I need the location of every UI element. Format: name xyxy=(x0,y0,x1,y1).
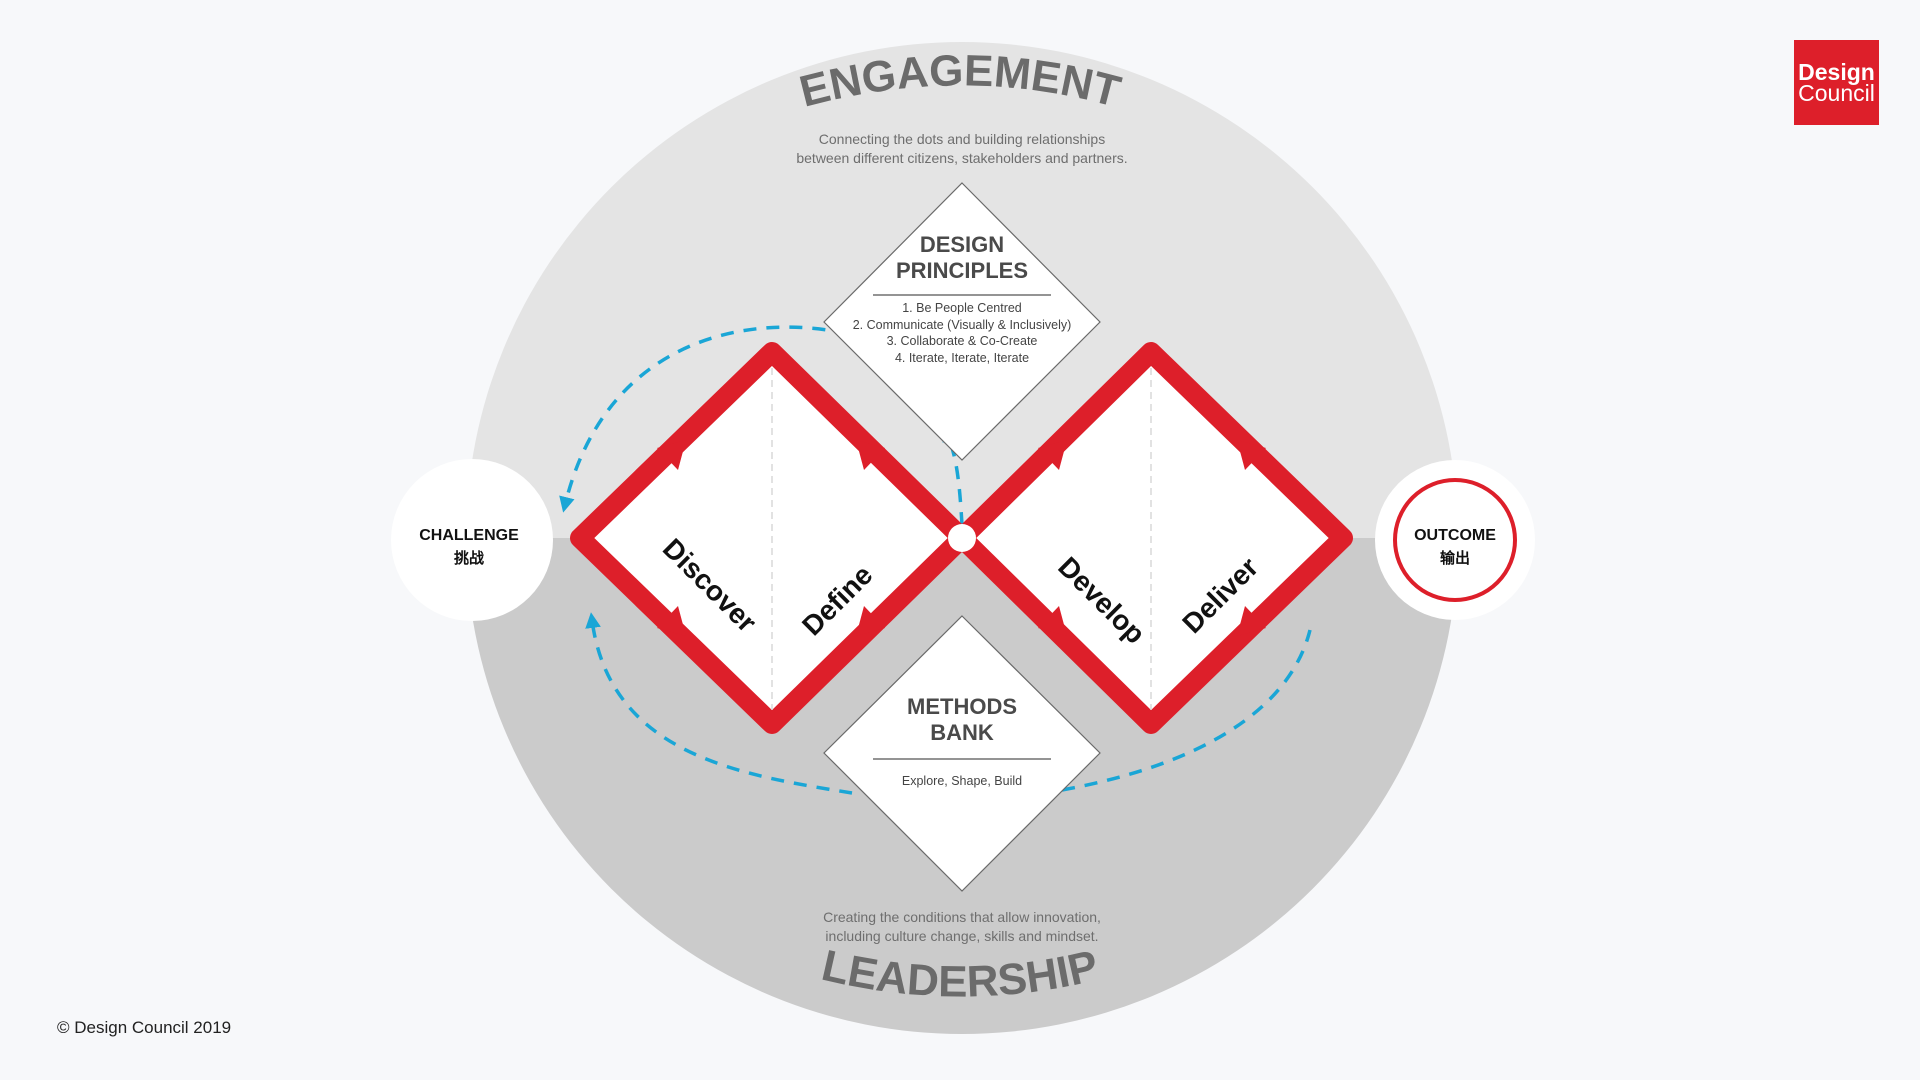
principle-item: 3. Collaborate & Co-Create xyxy=(887,334,1038,348)
methods-title-line2: BANK xyxy=(930,720,994,745)
arrow-define-up xyxy=(856,606,885,636)
iteration-arc-center xyxy=(940,425,964,526)
challenge-label: CHALLENGE xyxy=(419,527,519,544)
engagement-description-line1: Connecting the dots and building relatio… xyxy=(819,131,1105,147)
challenge-label-cn: 挑战 xyxy=(454,549,484,567)
iteration-arc-lower-left xyxy=(585,612,853,795)
junction-dot xyxy=(948,524,976,552)
principle-item: 1. Be People Centred xyxy=(902,301,1022,315)
logo-line1: Design xyxy=(1798,58,1875,85)
principles-title-line2: PRINCIPLES xyxy=(896,258,1028,283)
arrow-define-down xyxy=(856,440,885,470)
arrow-develop-down xyxy=(1038,606,1067,636)
methods-bank-box: METHODS BANK Explore, Shape, Build xyxy=(823,615,1101,892)
design-principles-box: DESIGN PRINCIPLES 1. Be People Centred 2… xyxy=(823,182,1101,461)
arrow-discover-up xyxy=(657,440,686,470)
methods-subtitle: Explore, Shape, Build xyxy=(902,774,1022,788)
leadership-description-line2: including culture change, skills and min… xyxy=(825,928,1098,944)
outcome-label-cn: 输出 xyxy=(1440,549,1470,567)
challenge-node: CHALLENGE 挑战 xyxy=(391,459,553,621)
outcome-label: OUTCOME xyxy=(1414,527,1496,544)
principle-item: 2. Communicate (Visually & Inclusively) xyxy=(853,318,1072,332)
design-council-logo: Design Council xyxy=(1794,40,1879,125)
arrow-deliver-down xyxy=(1237,440,1266,470)
principle-item: 4. Iterate, Iterate, Iterate xyxy=(895,351,1029,365)
methods-title-line1: METHODS xyxy=(907,694,1017,719)
iteration-arc-lower-right xyxy=(1061,629,1312,792)
leadership-description-line1: Creating the conditions that allow innov… xyxy=(823,909,1101,925)
iteration-arc-upper-left xyxy=(559,325,871,513)
arrow-develop-up xyxy=(1038,440,1067,470)
second-diamond: Develop Deliver xyxy=(952,342,1353,734)
engagement-description-line2: between different citizens, stakeholders… xyxy=(796,150,1127,166)
arrow-discover-down xyxy=(657,606,686,636)
copyright-notice: © Design Council 2019 xyxy=(57,1018,232,1037)
arrow-deliver-up xyxy=(1237,606,1266,636)
outcome-node: OUTCOME 输出 xyxy=(1375,460,1535,620)
principles-title-line1: DESIGN xyxy=(920,232,1004,257)
logo-line2: Council xyxy=(1798,79,1875,106)
